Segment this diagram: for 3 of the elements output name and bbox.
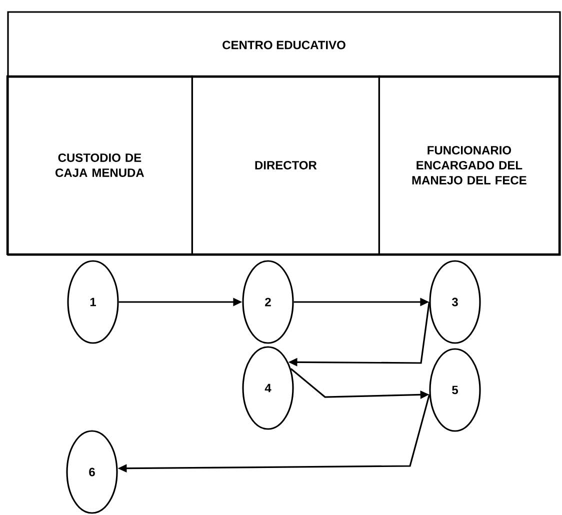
role-cell: CUSTODIO DE CAJA MENUDA [6, 75, 193, 255]
role-cell: DIRECTOR [191, 75, 380, 255]
role-cell: FUNCIONARIO ENCARGADO DEL MANEJO DEL FECE [378, 75, 560, 255]
